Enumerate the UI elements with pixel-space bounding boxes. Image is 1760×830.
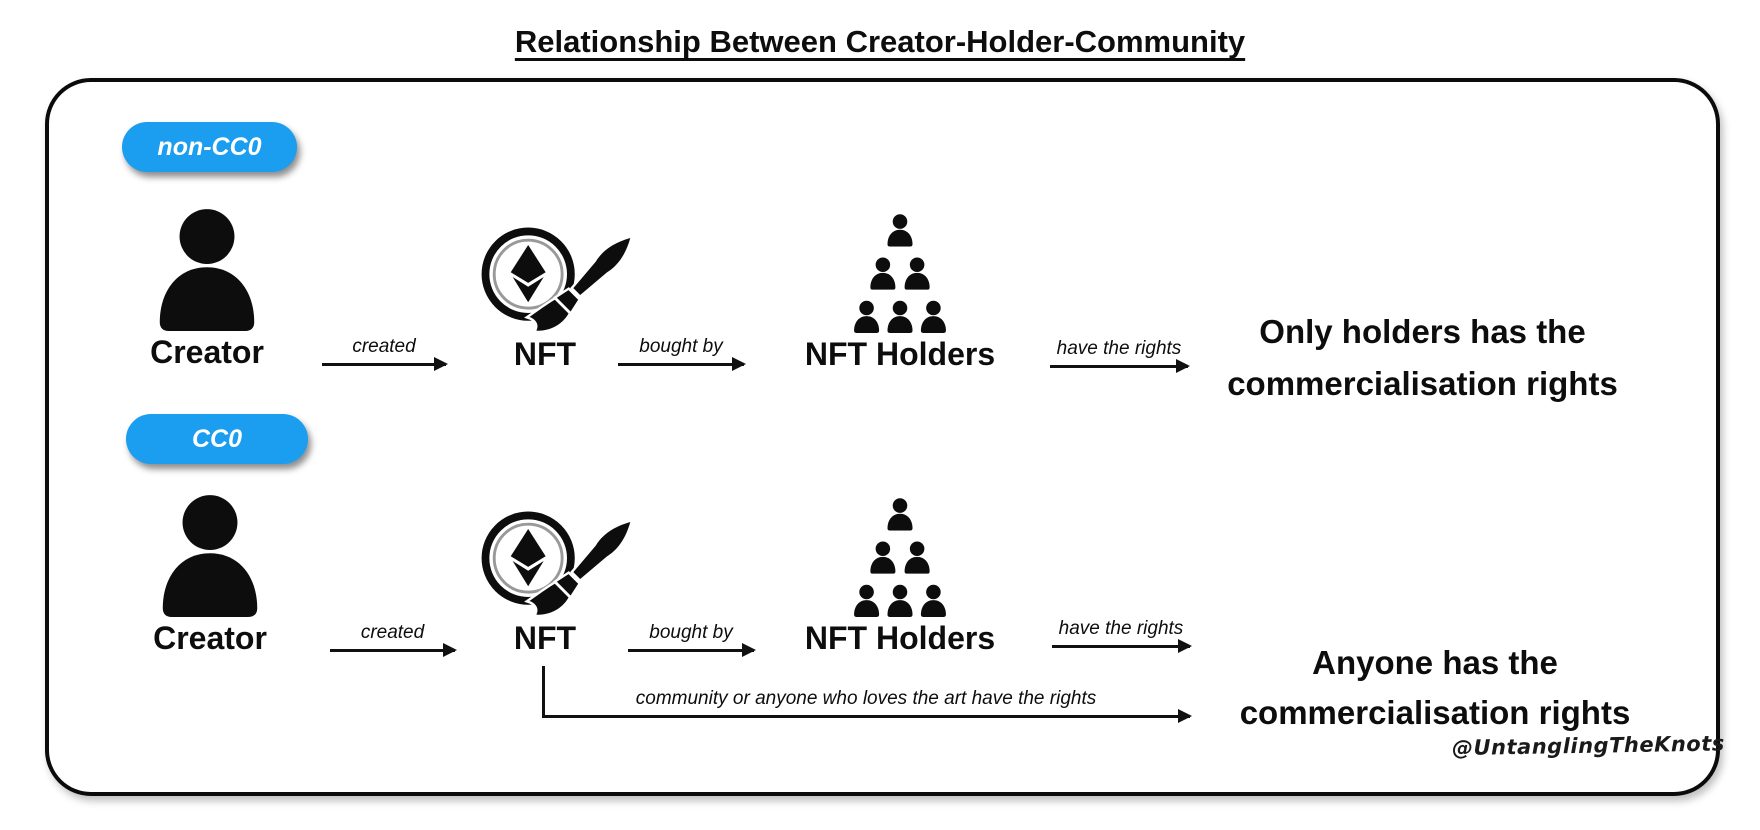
badge-non-cc0: non-CC0: [122, 122, 297, 172]
right-arrow-icon: [628, 644, 756, 656]
right-arrow-icon: [1052, 640, 1192, 652]
nft-coin-brush-icon: [468, 206, 633, 352]
nft-coin-brush-icon: [468, 490, 633, 636]
creator-person-icon: [155, 494, 265, 617]
have-the-rights-arrow-label: have the rights: [1058, 618, 1184, 639]
community-rights-arrow-label: community or anyone who loves the art ha…: [635, 688, 1097, 709]
nft-label: NFT: [513, 336, 577, 372]
outcome-non-cc0-line2: commercialisation rights: [1227, 365, 1618, 402]
right-arrow-icon: [1050, 360, 1190, 372]
watermark-credit: @UntanglingTheKnots: [1451, 731, 1725, 761]
outcome-cc0: Anyone has the commercialisation rights: [1235, 638, 1635, 738]
have-the-rights-arrow: have the rights: [1050, 338, 1190, 372]
bought-by-arrow-label: bought by: [649, 622, 733, 643]
nft-label: NFT: [513, 620, 577, 656]
created-arrow: created: [330, 622, 457, 656]
creator-person-icon: [152, 208, 262, 331]
created-arrow-label: created: [360, 622, 425, 643]
outcome-cc0-line1: Anyone has the: [1312, 644, 1558, 681]
right-arrow-icon: [322, 358, 448, 370]
bought-by-arrow: bought by: [628, 622, 756, 656]
community-connector-vertical-line: [542, 666, 545, 718]
right-arrow-icon: [618, 358, 746, 370]
creator-label: Creator: [153, 620, 267, 656]
outcome-cc0-line2: commercialisation rights: [1239, 694, 1631, 731]
nft-holders-label: NFT Holders: [804, 620, 996, 656]
holders-pyramid-icon: [851, 498, 949, 617]
holders-pyramid-icon: [851, 214, 949, 333]
bought-by-arrow-label: bought by: [639, 336, 723, 357]
created-arrow: created: [322, 336, 448, 370]
diagram-frame: [45, 78, 1720, 796]
creator-label: Creator: [150, 334, 264, 370]
badge-cc0-label: CC0: [191, 424, 242, 453]
nft-holders-label: NFT Holders: [804, 336, 996, 372]
badge-cc0: CC0: [126, 414, 308, 464]
have-the-rights-arrow: have the rights: [1052, 618, 1192, 652]
right-arrow-icon: [542, 710, 1192, 722]
community-rights-arrow: community or anyone who loves the art ha…: [542, 688, 1192, 722]
page-title: Relationship Between Creator-Holder-Comm…: [514, 24, 1246, 59]
right-arrow-icon: [330, 644, 457, 656]
outcome-non-cc0-line1: Only holders has the: [1259, 313, 1586, 350]
bought-by-arrow: bought by: [618, 336, 746, 370]
outcome-non-cc0: Only holders has the commercialisation r…: [1225, 306, 1620, 410]
badge-non-cc0-label: non-CC0: [157, 132, 262, 161]
created-arrow-label: created: [352, 336, 416, 357]
have-the-rights-arrow-label: have the rights: [1056, 338, 1182, 359]
